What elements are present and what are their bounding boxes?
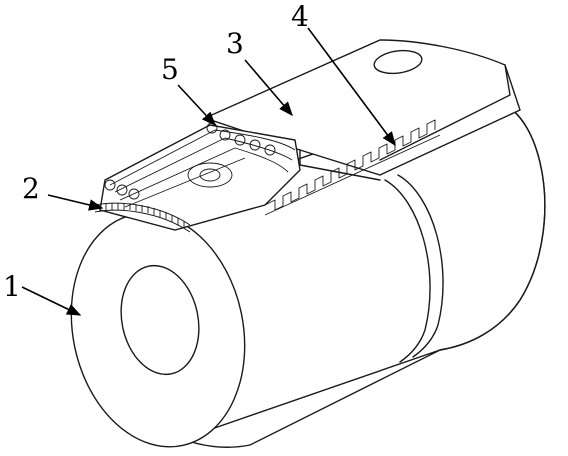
label-3: 3 <box>226 27 244 60</box>
label-4: 4 <box>291 0 309 33</box>
label-2: 2 <box>22 172 40 205</box>
callout-arrows <box>21 27 396 316</box>
mounting-hole <box>373 49 423 75</box>
teeth-ring <box>94 202 191 233</box>
comb-teeth <box>264 119 441 216</box>
label-1: 1 <box>3 270 21 303</box>
label-5: 5 <box>161 53 179 86</box>
wire-harness <box>99 122 301 231</box>
end-face <box>70 212 246 448</box>
